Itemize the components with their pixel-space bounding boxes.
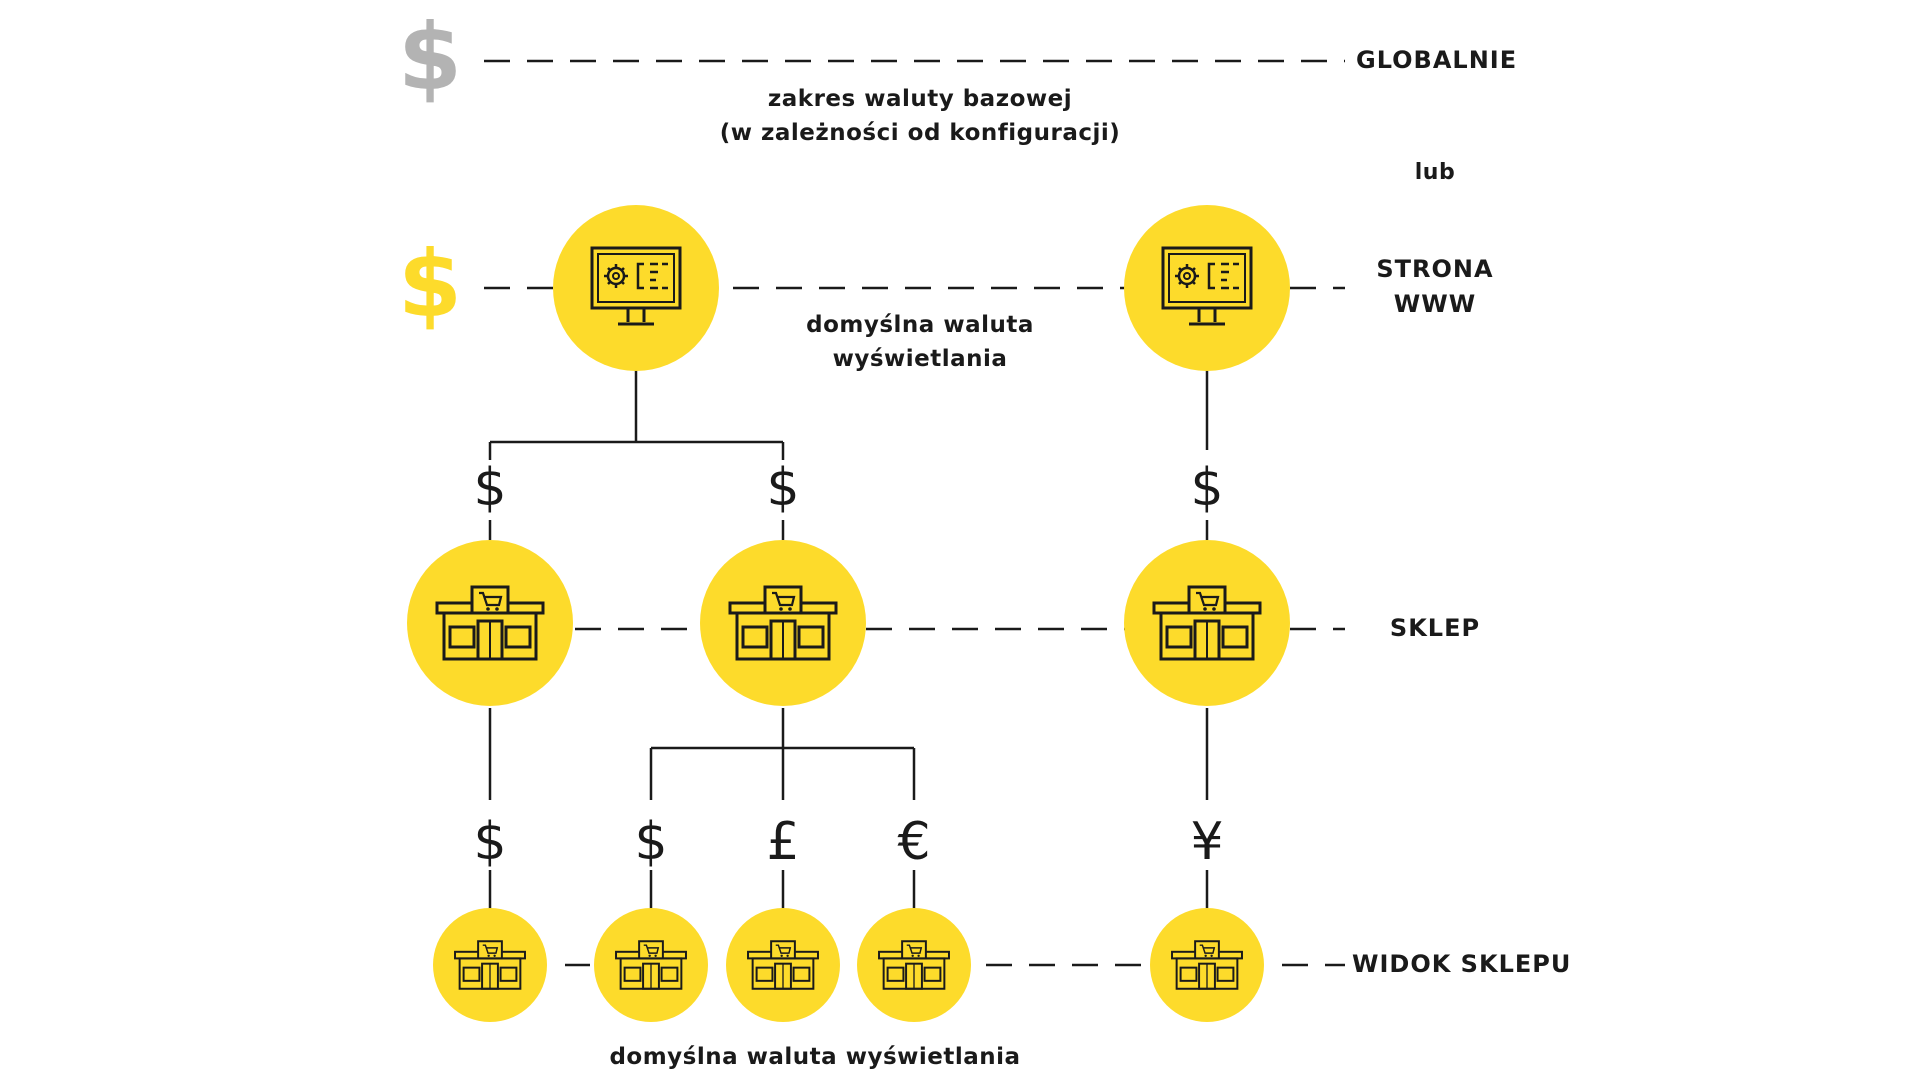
store-view-node-2 bbox=[594, 908, 708, 1022]
view-currency-1: $ bbox=[473, 812, 507, 872]
store-node-2 bbox=[700, 540, 866, 706]
level-label-store: SKLEP bbox=[1389, 614, 1481, 642]
global-currency-symbol: $ bbox=[397, 4, 462, 111]
store-currency-3: $ bbox=[1190, 458, 1224, 518]
view-currency-4: € bbox=[897, 812, 931, 872]
level-label-website-line1: STRONA bbox=[1376, 255, 1494, 283]
store-view-node-4 bbox=[857, 908, 971, 1022]
note-default-display-line2: wyświetlania bbox=[832, 346, 1008, 372]
note-base-currency-line2: (w zależności od konfiguracji) bbox=[719, 120, 1121, 146]
tree-connectors bbox=[488, 370, 1209, 912]
store-node-1 bbox=[407, 540, 573, 706]
note-base-currency-line1: zakres waluty bazowej bbox=[767, 86, 1073, 112]
website-node-1 bbox=[553, 205, 719, 371]
level-label-or: lub bbox=[1414, 160, 1456, 185]
level-label-global: GLOBALNIE bbox=[1356, 46, 1518, 74]
view-currency-5: ¥ bbox=[1190, 812, 1224, 872]
note-default-display-line1: domyślna waluta bbox=[806, 312, 1034, 338]
store-view-node-3 bbox=[726, 908, 840, 1022]
view-currency-2: $ bbox=[634, 812, 668, 872]
store-node-3 bbox=[1124, 540, 1290, 706]
store-currency-1: $ bbox=[473, 458, 507, 518]
level-label-website-line2: WWW bbox=[1393, 290, 1477, 318]
store-currency-2: $ bbox=[766, 458, 800, 518]
website-node-2 bbox=[1124, 205, 1290, 371]
level-label-store-view: WIDOK SKLEPU bbox=[1352, 950, 1572, 978]
store-view-node-1 bbox=[433, 908, 547, 1022]
view-currency-3: £ bbox=[766, 812, 800, 872]
store-view-node-5 bbox=[1150, 908, 1264, 1022]
note-default-display-bottom: domyślna waluta wyświetlania bbox=[609, 1044, 1021, 1070]
website-currency-symbol: $ bbox=[397, 231, 462, 338]
